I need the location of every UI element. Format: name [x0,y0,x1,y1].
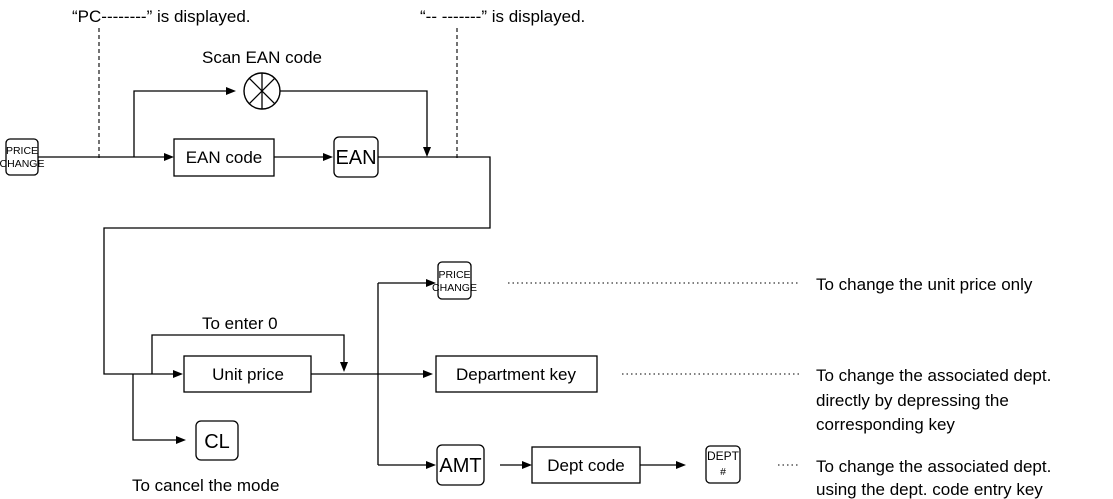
amt-key: AMT [436,444,485,486]
change-dept-direct-note-3: corresponding key [816,415,955,434]
to-enter-0-label: To enter 0 [202,314,278,333]
arrowhead [164,153,174,161]
arrowhead [226,87,236,95]
unit-price-label: Unit price [212,365,284,384]
arrowhead [676,461,686,469]
svg-text:PRICE: PRICE [6,145,38,157]
svg-text:DEPT: DEPT [707,449,740,463]
dept-code-label: Dept code [547,456,625,475]
cl-key: CL [195,420,239,461]
price-change-key-option: PRICE CHANGE [432,261,477,300]
arrowhead [423,370,433,378]
svg-text:#: # [720,466,726,478]
flow-line [133,90,228,157]
svg-text:AMT: AMT [439,455,481,477]
arrowhead [173,370,183,378]
flow-line [103,156,491,375]
arrowhead [426,461,436,469]
svg-text:PRICE: PRICE [438,269,470,281]
flow-line [132,374,177,441]
ean-code-label: EAN code [186,148,263,167]
ean-key: EAN [333,136,379,178]
arrowhead [176,436,186,444]
change-dept-code-note-1: To change the associated dept. [816,457,1051,476]
change-dept-code-note-2: using the dept. code entry key [816,480,1043,499]
change-dept-direct-note-2: directly by depressing the [816,391,1009,410]
dept-hash-key: DEPT # [705,445,741,484]
department-key-box [435,355,598,393]
svg-text:CHANGE: CHANGE [0,158,44,170]
arrowhead [426,279,436,287]
arrowhead [522,461,532,469]
dept-code-box [531,446,641,484]
dash-displayed-note: “-- -------” is displayed. [420,7,585,26]
change-dept-direct-note-1: To change the associated dept. [816,366,1051,385]
arrowhead [340,362,348,372]
unit-price-box [183,355,312,393]
flow-line [280,90,428,148]
to-cancel-label: To cancel the mode [132,476,279,495]
price-change-key-start: PRICE CHANGE [0,138,44,176]
scan-ean-label: Scan EAN code [202,48,322,67]
svg-text:EAN: EAN [335,147,376,169]
department-key-label: Department key [456,365,576,384]
flow-line [151,334,345,374]
svg-text:CL: CL [204,431,230,453]
arrowhead [323,153,333,161]
svg-text:CHANGE: CHANGE [432,282,477,294]
change-unit-price-note: To change the unit price only [816,275,1033,294]
arrowhead [423,147,431,157]
scanner-icon [243,72,281,110]
pc-displayed-note: “PC--------” is displayed. [72,7,251,26]
